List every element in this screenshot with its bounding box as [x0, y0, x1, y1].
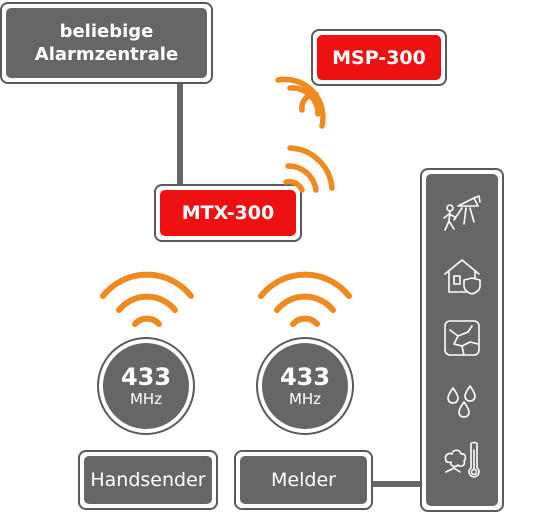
connector-melder-panel — [368, 481, 426, 487]
glass-break-icon — [440, 316, 484, 360]
alarm-central-box: beliebige Alarmzentrale — [0, 2, 213, 84]
wireless-waves-icon-right — [258, 271, 352, 327]
frequency-badge-right: 433 MHz — [256, 337, 354, 435]
sensor-panel — [420, 168, 504, 512]
wireless-waves-icon-mtx — [283, 145, 335, 193]
frequency-unit: MHz — [288, 390, 322, 408]
msp-300-label: MSP-300 — [332, 46, 426, 69]
melder-label: Melder — [271, 469, 336, 491]
house-protection-icon — [440, 254, 484, 298]
wireless-waves-icon-msp — [275, 76, 326, 129]
handsender-box: Handsender — [78, 450, 218, 510]
mtx-300-label: MTX-300 — [181, 202, 275, 224]
central-label-line1: beliebige — [59, 21, 154, 42]
mtx-300-box: MTX-300 — [154, 184, 302, 242]
frequency-value: 433 — [120, 363, 172, 391]
central-label-line2: Alarmzentrale — [34, 44, 179, 65]
handsender-label: Handsender — [90, 469, 206, 491]
msp-300-box: MSP-300 — [311, 29, 447, 86]
frequency-unit: MHz — [129, 390, 163, 408]
wireless-waves-icon-left — [100, 271, 194, 327]
motion-detector-icon — [440, 194, 484, 238]
water-leak-icon — [440, 378, 484, 422]
frequency-badge-left: 433 MHz — [97, 337, 195, 435]
melder-box: Melder — [234, 450, 373, 510]
connector-central-mtx — [177, 82, 183, 188]
frequency-value: 433 — [279, 363, 331, 391]
temperature-icon — [440, 438, 484, 482]
